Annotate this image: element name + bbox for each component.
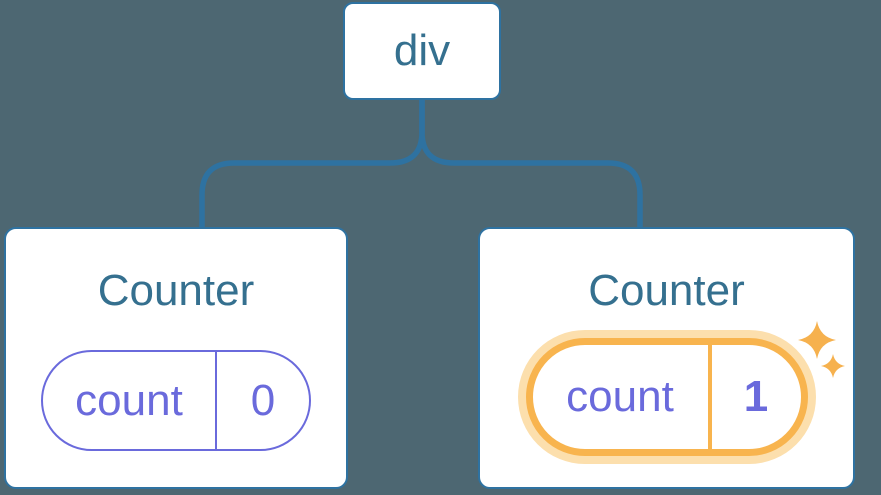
state-pill-count-0: count 0 [41,350,311,451]
connector-right-branch [419,100,643,228]
pill-divider [707,345,712,449]
state-value: 1 [743,372,769,421]
state-key-label: count [75,375,183,425]
connector-left-branch [199,100,425,228]
root-node-label: div [393,26,451,75]
pill-divider [215,352,217,449]
counter-title: Counter [97,266,255,315]
sparkle-small [821,354,845,378]
sparkles-icon [798,321,845,378]
counter-card-left: Counter count 0 [4,227,348,489]
state-pill-count-1-highlighted: count 1 [525,338,808,456]
counter-title: Counter [588,266,745,315]
state-key-label: count [566,372,674,421]
state-value: 0 [250,375,276,425]
counter-card-right: Counter count 1 [478,227,855,489]
sparkle-large [798,321,836,359]
tree-root-node: div [343,2,501,100]
